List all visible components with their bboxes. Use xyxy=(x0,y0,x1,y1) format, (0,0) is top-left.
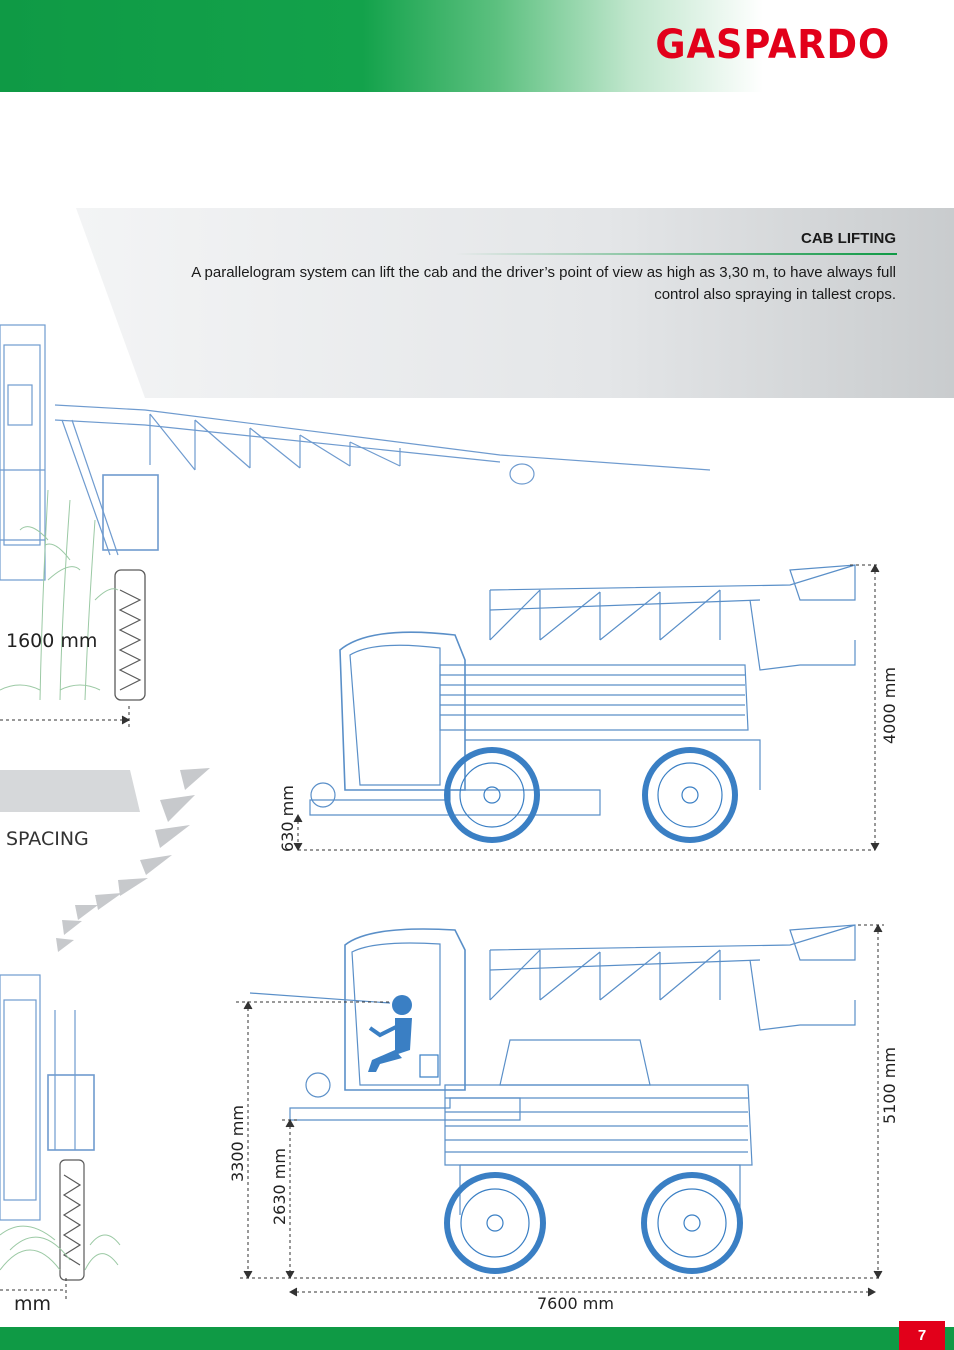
track-width-label: 1600 mm xyxy=(6,630,98,652)
title-divider xyxy=(455,253,897,255)
footer-band xyxy=(0,1327,954,1350)
bottom-left-dim-line xyxy=(0,1278,67,1300)
clearance-raised-label: 2630 mm xyxy=(270,1148,289,1225)
brand-logo: GASPARDO xyxy=(655,22,890,68)
crop-plants-bottom xyxy=(0,1225,121,1271)
crop-plants-top xyxy=(0,489,119,701)
header-band xyxy=(0,0,954,92)
side-view-raised xyxy=(249,924,856,1215)
info-panel-shape xyxy=(76,208,954,398)
cab-height-raised-label: 3300 mm xyxy=(228,1105,247,1182)
side-view-lowered xyxy=(309,564,856,816)
section-body: A parallelogram system can lift the cab … xyxy=(191,264,896,303)
dims-raised xyxy=(236,923,884,1297)
track-width-dim-line xyxy=(0,706,131,730)
dims-lowered xyxy=(293,563,880,852)
spacing-badge-graphic xyxy=(0,768,210,952)
height-raised-label: 5100 mm xyxy=(880,1047,899,1124)
length-label: 7600 mm xyxy=(537,1294,614,1313)
page-number: 7 xyxy=(899,1321,945,1350)
height-low-label: 4000 mm xyxy=(880,667,899,744)
front-view-top xyxy=(0,324,711,701)
bottom-left-unit-label: mm xyxy=(14,1293,52,1315)
spacing-label: SPACING xyxy=(6,828,89,850)
clearance-low-label: 630 mm xyxy=(278,785,297,852)
wheels-raised xyxy=(444,1172,743,1274)
driver-figure xyxy=(368,995,412,1072)
front-view-bottom xyxy=(0,974,95,1281)
wheels-lowered xyxy=(444,747,738,843)
section-title: CAB LIFTING xyxy=(801,230,896,247)
